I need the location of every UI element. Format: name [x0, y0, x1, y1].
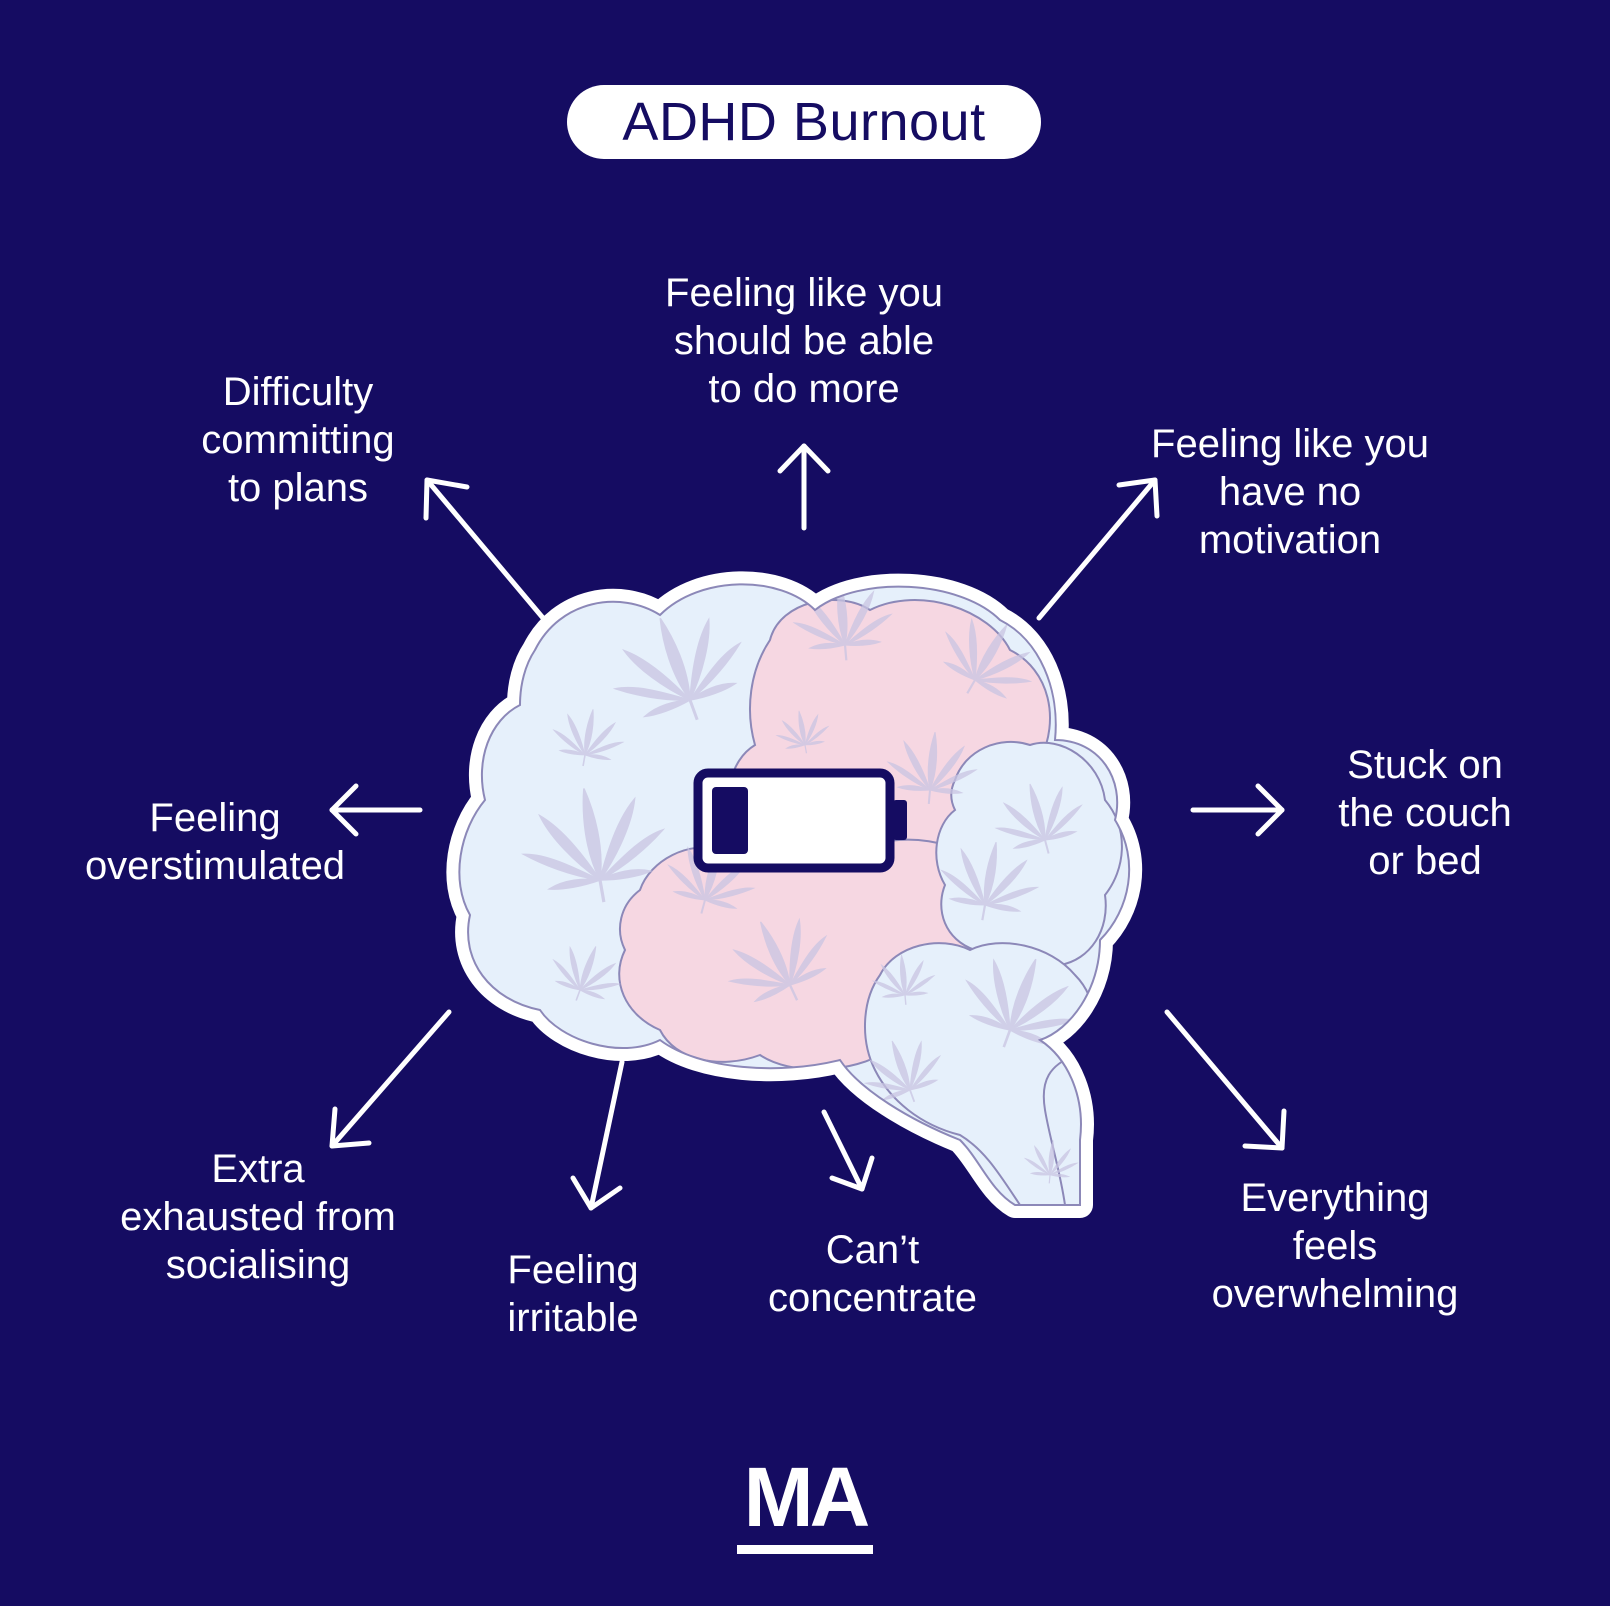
label-stuck-couch: Stuck on the couch or bed: [1338, 743, 1512, 883]
arrow-icon-left: [329, 783, 423, 837]
label-irritable: Feeling irritable: [507, 1248, 639, 1340]
label-should-do-more: Feeling like you should be able to do mo…: [665, 271, 943, 411]
label-overwhelming: Everything feels overwhelming: [1211, 1176, 1459, 1316]
arrow-icon-down-right-inner: [821, 1109, 875, 1192]
label-overstimulated: Feeling overstimulated: [84, 796, 346, 888]
label-no-motivation: Feeling like you have no motivation: [1151, 422, 1429, 562]
arrow-icon-up-right: [1036, 477, 1160, 621]
arrow-icon-down-left-outer: [329, 1009, 452, 1149]
arrow-icon-up-left: [423, 477, 546, 621]
brain-illustration: [446, 571, 1143, 1218]
logo-text: MA: [743, 1450, 871, 1544]
label-cant-concentrate: Can’t concentrate: [767, 1228, 978, 1320]
arrow-icon-down-right-outer: [1164, 1009, 1287, 1151]
page-title: ADHD Burnout: [622, 92, 986, 152]
arrow-icon-right: [1190, 783, 1285, 837]
label-committing-plans: Difficulty committing to plans: [201, 370, 395, 510]
arrow-icon-down-left-inner: [570, 1059, 625, 1211]
title-pill: ADHD Burnout: [567, 85, 1041, 159]
logo-underline: [737, 1545, 873, 1554]
label-exhausted-socialising: Extra exhausted from socialising: [120, 1147, 396, 1287]
low-battery-icon: [693, 768, 907, 873]
arrow-icon-up: [777, 443, 831, 531]
brand-logo: MA: [720, 1450, 890, 1554]
